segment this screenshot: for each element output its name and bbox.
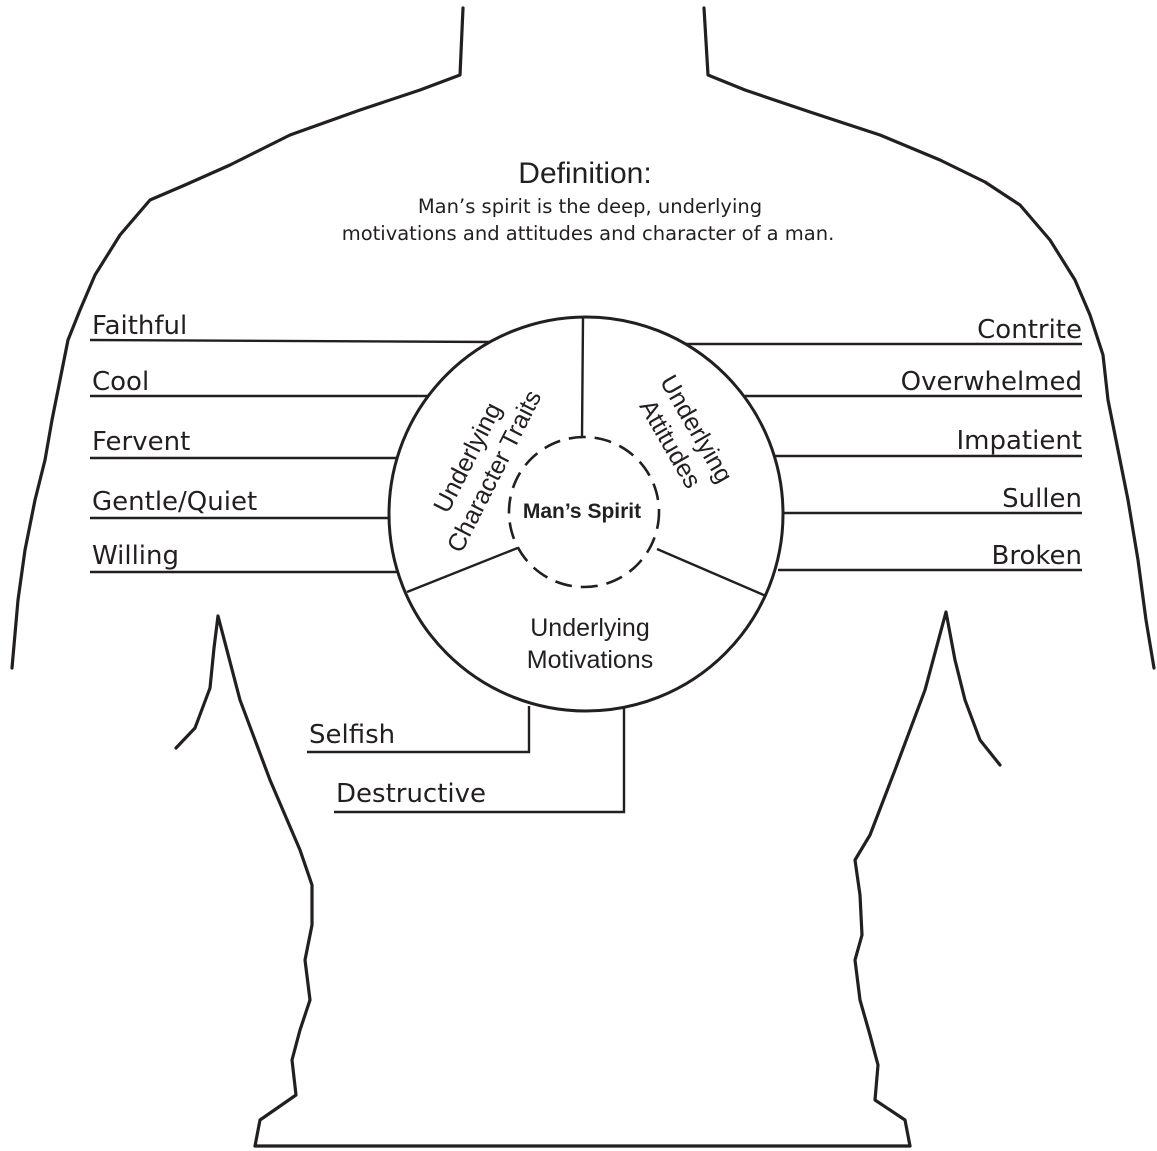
- right-leader-lines: [683, 342, 1082, 572]
- torso-left-side: [174, 614, 314, 1148]
- definition-line-1: Man’s spirit is the deep, underlying: [418, 195, 762, 218]
- definition-title: Definition:: [518, 157, 651, 190]
- leader-destructive: [334, 708, 626, 814]
- label-broken: Broken: [992, 541, 1082, 571]
- label-selfish: Selfish: [309, 720, 395, 750]
- label-gentle-quiet: Gentle/Quiet: [92, 487, 257, 517]
- torso-outline: [10, 6, 1156, 1148]
- leader-faithful: [89, 338, 496, 344]
- divider-lower-left: [406, 545, 521, 594]
- divider-lower-right: [656, 547, 767, 598]
- label-destructive: Destructive: [336, 779, 486, 809]
- torso-right-contour: [702, 6, 1156, 670]
- definition-line-2: motivations and attitudes and character …: [342, 222, 835, 245]
- sector-motivations: Underlying Motivations: [527, 614, 653, 674]
- label-fervent: Fervent: [92, 427, 190, 457]
- inner-dashed-circle: [507, 435, 661, 589]
- left-leader-lines: [89, 338, 496, 574]
- bottom-labels: Selfish Destructive: [309, 720, 486, 809]
- torso-left-contour: [10, 6, 465, 670]
- label-overwhelmed: Overwhelmed: [901, 367, 1082, 397]
- left-labels: Faithful Cool Fervent Gentle/Quiet Willi…: [92, 311, 257, 571]
- label-impatient: Impatient: [956, 426, 1082, 456]
- leader-selfish: [307, 706, 531, 754]
- spirit-wheel: [387, 315, 785, 713]
- bottom-leader-lines: [307, 706, 626, 814]
- sector-motivations-line-2: Motivations: [527, 646, 653, 674]
- divider-top: [580, 317, 585, 439]
- center-label: Man’s Spirit: [523, 500, 641, 523]
- label-faithful: Faithful: [92, 311, 187, 341]
- torso-right-side: [853, 610, 1002, 1148]
- label-contrite: Contrite: [977, 315, 1082, 345]
- label-sullen: Sullen: [1002, 484, 1082, 514]
- label-willing: Willing: [92, 541, 179, 571]
- label-cool: Cool: [92, 367, 149, 397]
- right-labels: Contrite Overwhelmed Impatient Sullen Br…: [901, 315, 1082, 571]
- sector-motivations-line-1: Underlying: [530, 614, 650, 642]
